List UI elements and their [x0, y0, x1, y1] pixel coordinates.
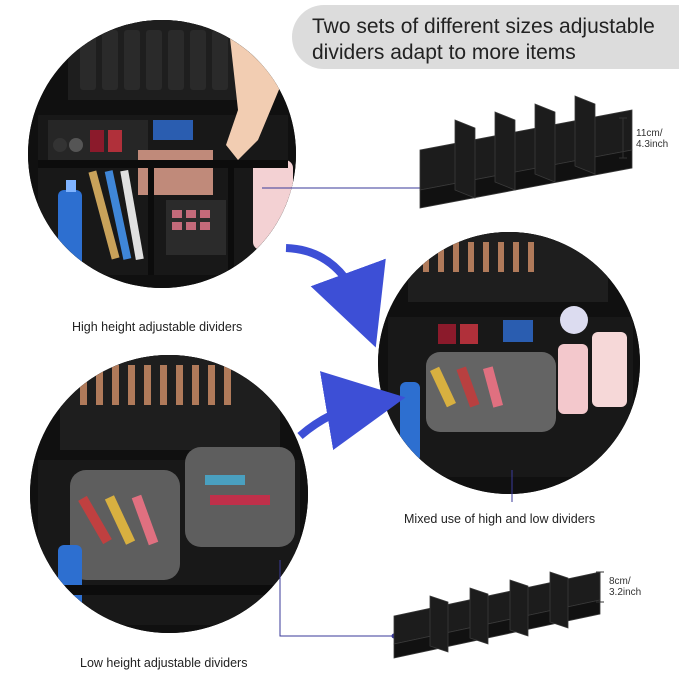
caption-low-dividers: Low height adjustable dividers: [80, 656, 248, 670]
caption-mixed-dividers: Mixed use of high and low dividers: [404, 512, 596, 526]
leader-line-low: [279, 560, 394, 637]
headline-banner: [292, 5, 679, 69]
caption-high-dividers: High height adjustable dividers: [72, 320, 243, 334]
low-dividers-photo: [30, 355, 308, 633]
low-dimension-cm: 8cm/: [609, 576, 631, 587]
low-divider-set: [393, 571, 601, 659]
curved-arrow-bottom: [297, 371, 406, 451]
headline-line-1: Two sets of different sizes adjustable: [312, 15, 655, 38]
high-dimension-label: 11cm/ 4.3inch: [636, 128, 668, 150]
mixed-dividers-photo: [378, 232, 640, 494]
curved-arrow-top: [285, 244, 386, 348]
low-dimension-label: 8cm/ 3.2inch: [609, 576, 641, 598]
high-divider-set: [419, 95, 633, 209]
high-dimension-inch: 4.3inch: [636, 139, 669, 150]
high-dimension-cm: 11cm/: [636, 128, 663, 139]
headline-text: Two sets of different sizes adjustable d…: [312, 14, 655, 66]
headline-line-2: dividers adapt to more items: [312, 41, 576, 64]
low-dimension-inch: 3.2inch: [609, 587, 642, 598]
